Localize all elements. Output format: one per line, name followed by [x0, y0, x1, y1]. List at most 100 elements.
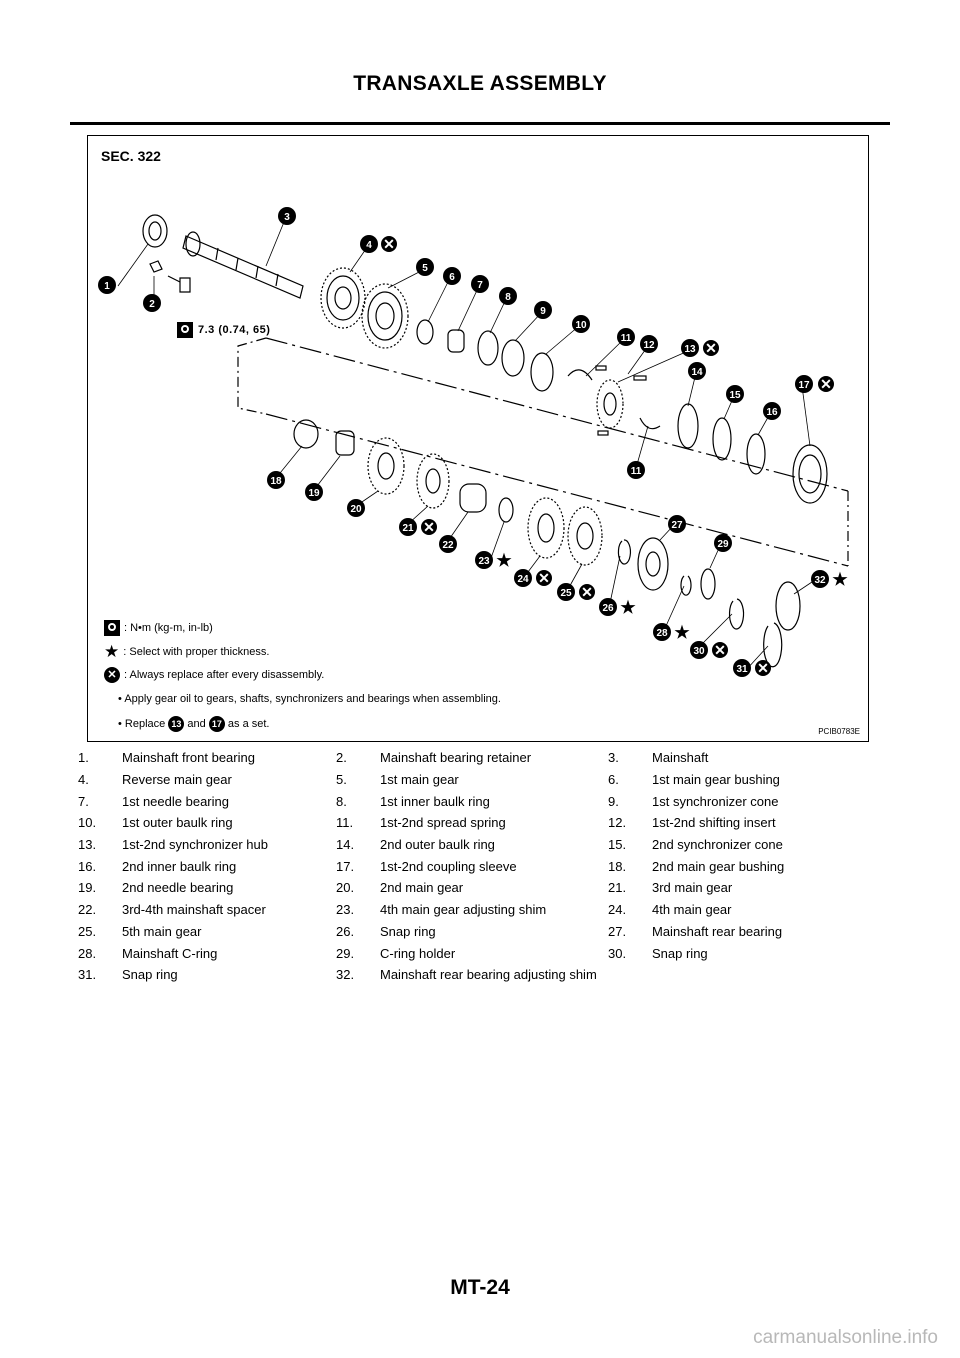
parts-item-name: Mainshaft C-ring	[122, 945, 218, 961]
svg-text:✕: ✕	[714, 642, 726, 658]
parts-item-number: 5.	[336, 772, 347, 788]
parts-item: 2.Mainshaft bearing retainer	[336, 750, 608, 765]
parts-item-number: 20.	[336, 880, 355, 896]
parts-item: 10.1st outer baulk ring	[78, 815, 336, 830]
svg-text:24: 24	[517, 574, 529, 585]
replace-x-icon: ✕	[579, 584, 595, 600]
legend-select: ★ : Select with proper thickness.	[104, 643, 269, 660]
third-gear-shape	[416, 453, 450, 509]
spacer-shape	[459, 483, 487, 513]
callout-15: 15	[726, 385, 744, 403]
parts-item-name: Mainshaft bearing retainer	[380, 750, 532, 766]
parts-item-name: C-ring holder	[380, 945, 456, 961]
parts-item: 12.1st-2nd shifting insert	[608, 815, 866, 830]
torque-spec: 7.3 (0.74, 65)	[177, 322, 270, 338]
callout-28: 28	[653, 623, 671, 641]
star-icon: ★	[674, 623, 690, 642]
svg-text:✕: ✕	[538, 570, 550, 586]
svg-text:4: 4	[366, 240, 372, 251]
fourth-gear-shape	[527, 497, 565, 559]
parts-item: 32.Mainshaft rear bearing adjusting shim	[336, 967, 608, 982]
rear-shim-shape	[775, 581, 801, 631]
callout-26: 26	[599, 598, 617, 616]
parts-item-number: 12.	[608, 815, 627, 831]
callout-1: 1	[98, 276, 116, 294]
parts-item-name: 5th main gear	[122, 923, 202, 939]
callout-27: 27	[668, 515, 686, 533]
svg-text:3: 3	[284, 212, 290, 223]
parts-item: 14. 2nd outer baulk ring	[336, 837, 608, 852]
replace-x-icon: ✕	[421, 519, 437, 535]
parts-item-number: 16.	[78, 858, 97, 874]
second-bushing-shape	[293, 419, 319, 449]
parts-item: 5.1st main gear	[336, 772, 608, 787]
parts-item-name: 2nd outer baulk ring	[380, 837, 495, 853]
second-gear-shape	[367, 437, 405, 495]
parts-item: 8.1st inner baulk ring	[336, 794, 608, 809]
exploded-diagram: 1 2 3 4 5 6 7 8 9 10 11 12 13 14 15 16 1…	[98, 207, 849, 677]
parts-item-number: 9.	[608, 793, 619, 809]
callout-2: 2	[143, 294, 161, 312]
callout-29: 29	[714, 534, 732, 552]
centerline-lower	[265, 413, 849, 567]
first-needle-bearing-shape	[447, 329, 465, 353]
parts-item-name: 1st-2nd coupling sleeve	[380, 858, 517, 874]
svg-text:1: 1	[104, 281, 110, 292]
svg-text:18: 18	[270, 476, 282, 487]
svg-text:14: 14	[691, 367, 703, 378]
callout-20: 20	[347, 499, 365, 517]
parts-item-number: 14.	[336, 837, 355, 853]
parts-item: 1.Mainshaft front bearing	[78, 750, 336, 765]
svg-text:8: 8	[505, 292, 511, 303]
callout-31: 31	[733, 659, 751, 677]
svg-text:✕: ✕	[705, 340, 717, 356]
parts-item: 29. C-ring holder	[336, 946, 608, 961]
callout-13: 13	[681, 339, 699, 357]
parts-item-number: 25.	[78, 923, 97, 939]
callout-5: 5	[416, 258, 434, 276]
callout-7: 7	[471, 275, 489, 293]
svg-text:11: 11	[631, 466, 642, 477]
callout-4: 4	[360, 235, 378, 253]
parts-item-number: 29.	[336, 945, 355, 961]
mainshaft-shape	[182, 231, 304, 299]
callout-8: 8	[499, 287, 517, 305]
svg-text:2: 2	[149, 299, 155, 310]
parts-item-number: 32.	[336, 967, 355, 983]
centerline-frame	[237, 337, 267, 415]
torque-wrench-icon	[104, 620, 120, 636]
svg-text:23: 23	[478, 556, 490, 567]
parts-item-number: 15.	[608, 837, 627, 853]
svg-text:17: 17	[798, 380, 810, 391]
svg-text:25: 25	[560, 588, 572, 599]
callout-11: 11	[617, 328, 635, 346]
centerline-upper	[265, 337, 849, 492]
svg-text:15: 15	[729, 390, 741, 401]
parts-item-name: Snap ring	[380, 923, 436, 939]
parts-item-number: 3.	[608, 750, 619, 766]
first-sync-cone-shape	[501, 339, 525, 377]
callout-22: 22	[439, 535, 457, 553]
callout-24: 24	[514, 569, 532, 587]
exploded-view-figure: SEC. 322	[87, 135, 869, 742]
adjusting-shim-shape	[498, 497, 514, 523]
parts-item: 31.Snap ring	[78, 967, 336, 982]
legend-replace-text: : Always replace after every disassembly…	[124, 669, 325, 681]
front-bearing-shape	[142, 214, 168, 248]
parts-item-number: 22.	[78, 902, 97, 918]
parts-item-name: Mainshaft	[652, 750, 709, 766]
svg-text:16: 16	[766, 407, 778, 418]
parts-item: 16.2nd inner baulk ring	[78, 859, 336, 874]
parts-item-number: 17.	[336, 858, 355, 874]
svg-text:20: 20	[350, 504, 362, 515]
parts-item-number: 6.	[608, 772, 619, 788]
parts-item: 22.3rd-4th mainshaft spacer	[78, 902, 336, 917]
parts-item-name: Mainshaft front bearing	[122, 750, 255, 766]
parts-item-number: 24.	[608, 902, 627, 918]
